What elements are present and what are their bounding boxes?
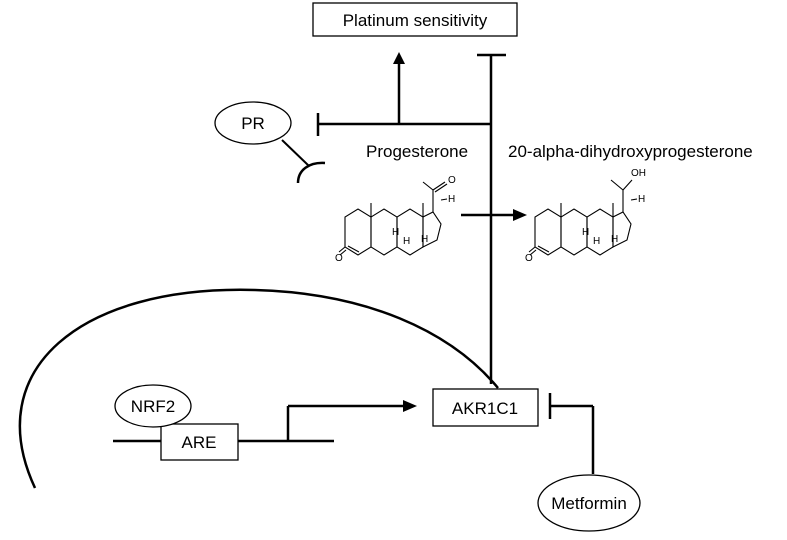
are-box xyxy=(160,423,239,461)
hydrogen-label: H xyxy=(421,234,428,245)
are-label: ARE xyxy=(182,433,217,452)
akr1c1-label: AKR1C1 xyxy=(452,399,518,418)
nrf2-label: NRF2 xyxy=(131,397,175,416)
hydroxyl-label: OH xyxy=(631,168,646,179)
conversion-arrowhead xyxy=(513,209,527,221)
platinum-sensitivity-box xyxy=(312,2,518,37)
akr1c1-box xyxy=(432,388,539,427)
hydrogen-label: H xyxy=(638,194,645,205)
pr-label: PR xyxy=(241,114,265,133)
hydrogen-label: H xyxy=(403,236,410,247)
cell-membrane-arc xyxy=(18,288,499,489)
transcription-arrowhead xyxy=(403,400,417,412)
hydrogen-label: H xyxy=(582,227,589,238)
pr-receptor-cup xyxy=(296,161,326,184)
side-chain-oxygen-label: O xyxy=(448,175,456,186)
hydrogen-label: H xyxy=(392,227,399,238)
dihydroxyprogesterone-structure: H H H H O OH xyxy=(525,168,646,264)
platinum-sensitivity-label: Platinum sensitivity xyxy=(343,11,488,30)
hydrogen-label: H xyxy=(611,234,618,245)
ketone-oxygen-label: O xyxy=(525,253,533,264)
hydrogen-label: H xyxy=(593,236,600,247)
nrf2-node xyxy=(114,384,192,428)
metformin-label: Metformin xyxy=(551,494,627,513)
dihydroxyprogesterone-label: 20-alpha-dihydroxyprogesterone xyxy=(508,142,753,161)
progesterone-label: Progesterone xyxy=(366,142,468,161)
metformin-node xyxy=(537,474,641,532)
progesterone-structure: H H H H O O xyxy=(335,175,456,264)
platinum-arrowhead xyxy=(393,52,405,64)
ketone-oxygen-label: O xyxy=(335,253,343,264)
pr-node xyxy=(214,101,292,145)
pr-receptor-stem xyxy=(281,139,310,167)
hydrogen-label: H xyxy=(448,194,455,205)
